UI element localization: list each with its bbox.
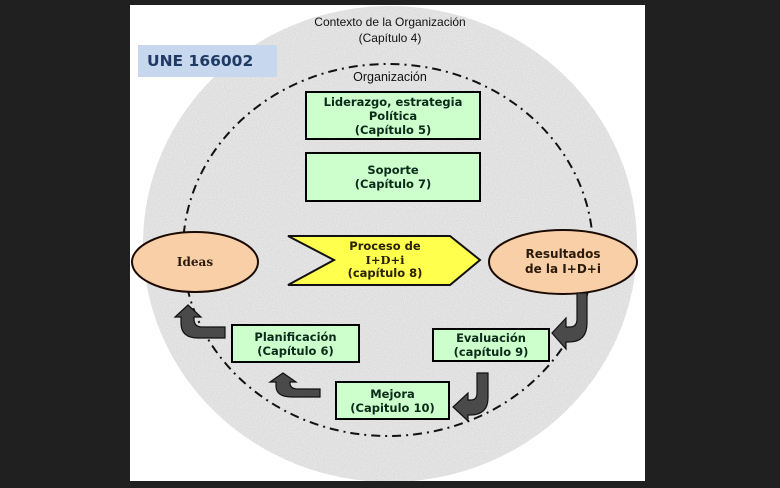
arrow-evaluation-to-improvement (452, 372, 489, 423)
evaluation-box: Evaluación (capítulo 9) (432, 328, 550, 362)
arrow-improvement-to-planning (268, 372, 321, 398)
organization-title: Organización (353, 70, 427, 84)
process-line1: Proceso de (349, 239, 421, 254)
arrow-planning-to-ideas (173, 304, 226, 339)
process-label: Proceso de I+D+i (capítulo 8) (330, 238, 440, 283)
process-line3: (capítulo 8) (347, 266, 423, 281)
improvement-box: Mejora (Capitulo 10) (335, 381, 450, 420)
leadership-line2: Política (368, 108, 418, 123)
process-line2: I+D+i (365, 252, 405, 267)
evaluation-line1: Evaluación (456, 331, 526, 345)
planning-box: Planificación (Capítulo 6) (231, 324, 360, 363)
results-line2: de la I+D+i (525, 262, 601, 276)
context-title-text: Contexto de la Organización (314, 15, 466, 29)
improvement-line1: Mejora (370, 386, 415, 401)
ideas-text: Ideas (176, 254, 214, 269)
ideas-oval (131, 231, 259, 293)
planning-line1: Planificación (254, 329, 337, 344)
results-line1: Resultados (525, 247, 601, 261)
support-line1: Soporte (367, 163, 419, 177)
results-label: Resultados de la I+D+i (493, 245, 633, 279)
planning-line2: (Capítulo 6) (257, 343, 334, 358)
leadership-line3: (Capítulo 5) (354, 122, 432, 137)
leadership-line1: Liderazgo, estrategia (323, 94, 463, 109)
arrow-results-to-evaluation (551, 292, 588, 351)
diagram-canvas: Contexto de la Organización (Capítulo 4)… (130, 5, 645, 481)
context-chapter: (Capítulo 4) (358, 31, 422, 45)
improvement-line2: (Capitulo 10) (350, 400, 435, 415)
process-chevron (287, 235, 482, 286)
evaluation-line2: (capítulo 9) (453, 345, 529, 359)
context-title: Contexto de la Organización (Capítulo 4) (270, 14, 510, 46)
leadership-box: Liderazgo, estrategia Política (Capítulo… (305, 91, 481, 140)
support-box: Soporte (Capítulo 7) (305, 152, 481, 202)
results-oval (488, 229, 638, 295)
standard-badge: UNE 166002 (138, 45, 277, 77)
support-line2: (Capítulo 7) (354, 177, 432, 191)
ideas-label: Ideas (140, 247, 250, 277)
